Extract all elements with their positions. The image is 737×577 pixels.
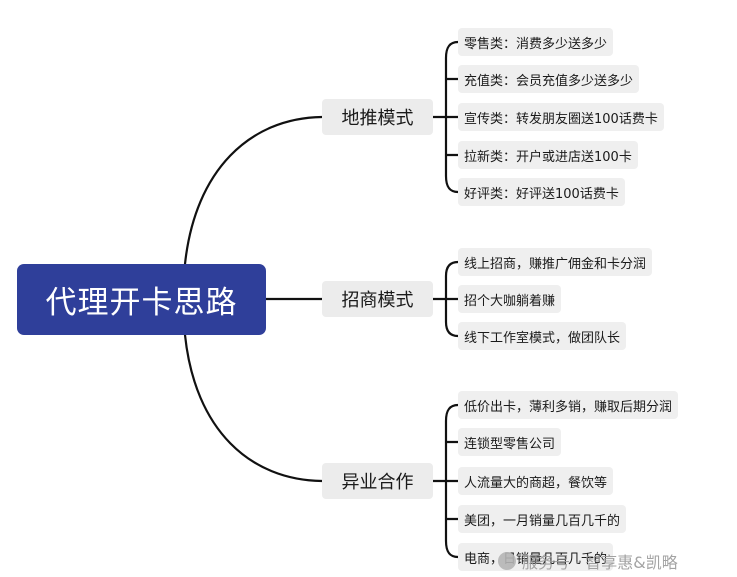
leaf-node-label: 充值类：会员充值多少送多少	[464, 73, 634, 89]
root-node: 代理开卡思路	[17, 264, 266, 335]
branch-node-investment-attraction: 招商模式	[322, 281, 433, 317]
branch-node-label: 地推模式	[341, 108, 414, 129]
leaf-node: 线下工作室模式，做团队长	[458, 322, 627, 350]
leaf-node-label: 好评类：好评送100话费卡	[464, 186, 619, 202]
branch-node-ground-promotion: 地推模式	[322, 99, 433, 135]
branch-node-label: 招商模式	[341, 290, 414, 311]
leaf-node-label: 低价出卡，薄利多销，赚取后期分润	[464, 399, 673, 415]
leaf-node-label: 零售类：消费多少送多少	[464, 36, 608, 52]
leaf-node: 人流量大的商超，餐饮等	[458, 467, 614, 495]
leaf-node-label: 人流量大的商超，餐饮等	[464, 475, 608, 491]
leaf-node-label: 拉新类：开户或进店送100卡	[464, 149, 632, 165]
leaf-node: 零售类：消费多少送多少	[458, 28, 614, 56]
leaf-node-label: 连锁型零售公司	[464, 436, 556, 452]
watermark-text: 服务号 · 智享惠&凯略	[522, 553, 678, 572]
leaf-node-label: 美团，一月销量几百几千的	[464, 513, 621, 529]
root-node-label: 代理开卡思路	[45, 285, 238, 321]
leaf-node-label: 宣传类：转发朋友圈送100话费卡	[464, 111, 658, 127]
leaf-node: 美团，一月销量几百几千的	[458, 505, 627, 533]
leaf-node: 充值类：会员充值多少送多少	[458, 65, 640, 93]
connector-root-to-branch-1	[183, 115, 324, 266]
leaf-node-label: 线下工作室模式，做团队长	[464, 330, 621, 346]
leaf-node: 连锁型零售公司	[458, 428, 562, 456]
leaf-node-label: 招个大咖躺着赚	[464, 293, 556, 309]
branch-node-label: 异业合作	[341, 472, 414, 493]
leaf-node: 拉新类：开户或进店送100卡	[458, 141, 638, 169]
leaf-node: 低价出卡，薄利多销，赚取后期分润	[458, 391, 679, 419]
watermark: 服务号 · 智享惠&凯略	[498, 548, 678, 574]
branch-node-cross-industry: 异业合作	[322, 463, 433, 499]
leaf-node: 线上招商，赚推广佣金和卡分润	[458, 248, 653, 276]
leaf-node-label: 线上招商，赚推广佣金和卡分润	[464, 256, 647, 272]
leaf-node: 好评类：好评送100话费卡	[458, 178, 625, 206]
leaf-node: 宣传类：转发朋友圈送100话费卡	[458, 103, 664, 131]
connector-root-to-branch-3	[183, 333, 324, 483]
leaf-node: 招个大咖躺着赚	[458, 285, 562, 313]
wechat-icon	[498, 552, 516, 570]
